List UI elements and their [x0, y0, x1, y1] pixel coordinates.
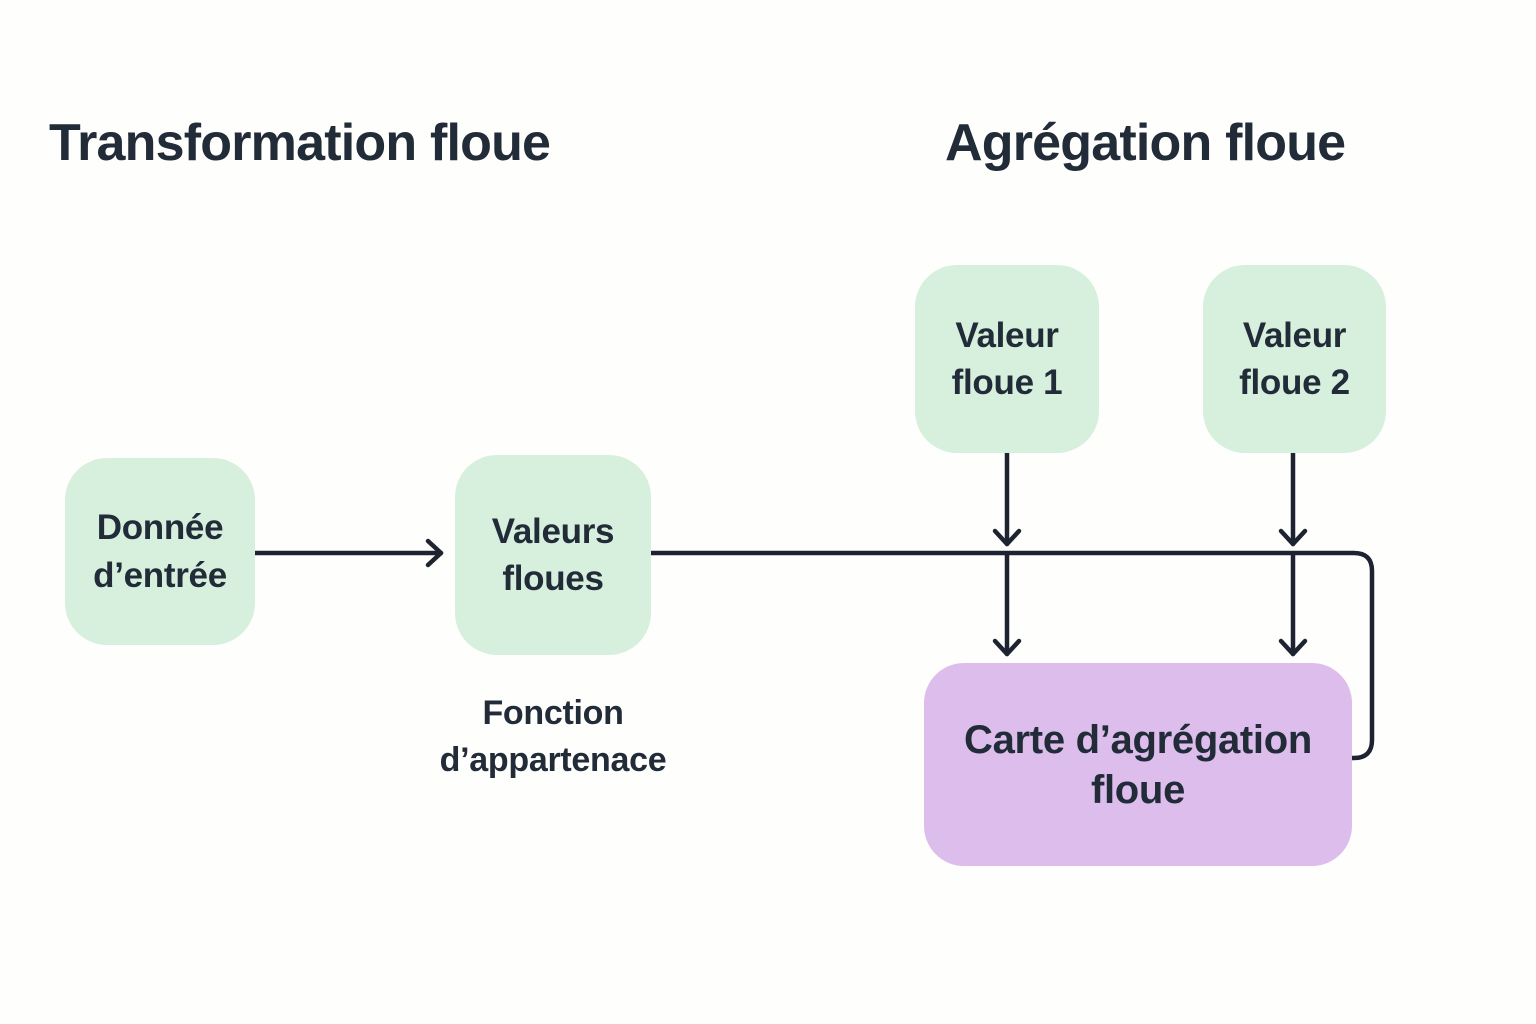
- node-valeur-floue-2: Valeur floue 2: [1203, 265, 1386, 453]
- node-carte-agregation-floue: Carte d’agrégation floue: [924, 663, 1352, 866]
- section-title-agregation-floue: Agrégation floue: [945, 114, 1346, 172]
- section-title-transformation-floue: Transformation floue: [49, 114, 551, 172]
- node-valeurs-floues: Valeurs floues: [455, 455, 651, 655]
- connector-fuzzy-values-to-aggregation-map: [648, 550, 1375, 761]
- caption-fonction-appartenance: Fonction d’appartenace: [439, 694, 667, 779]
- node-donnee-entree: Donnée d’entrée: [65, 458, 255, 645]
- node-valeur-floue-1: Valeur floue 1: [915, 265, 1099, 453]
